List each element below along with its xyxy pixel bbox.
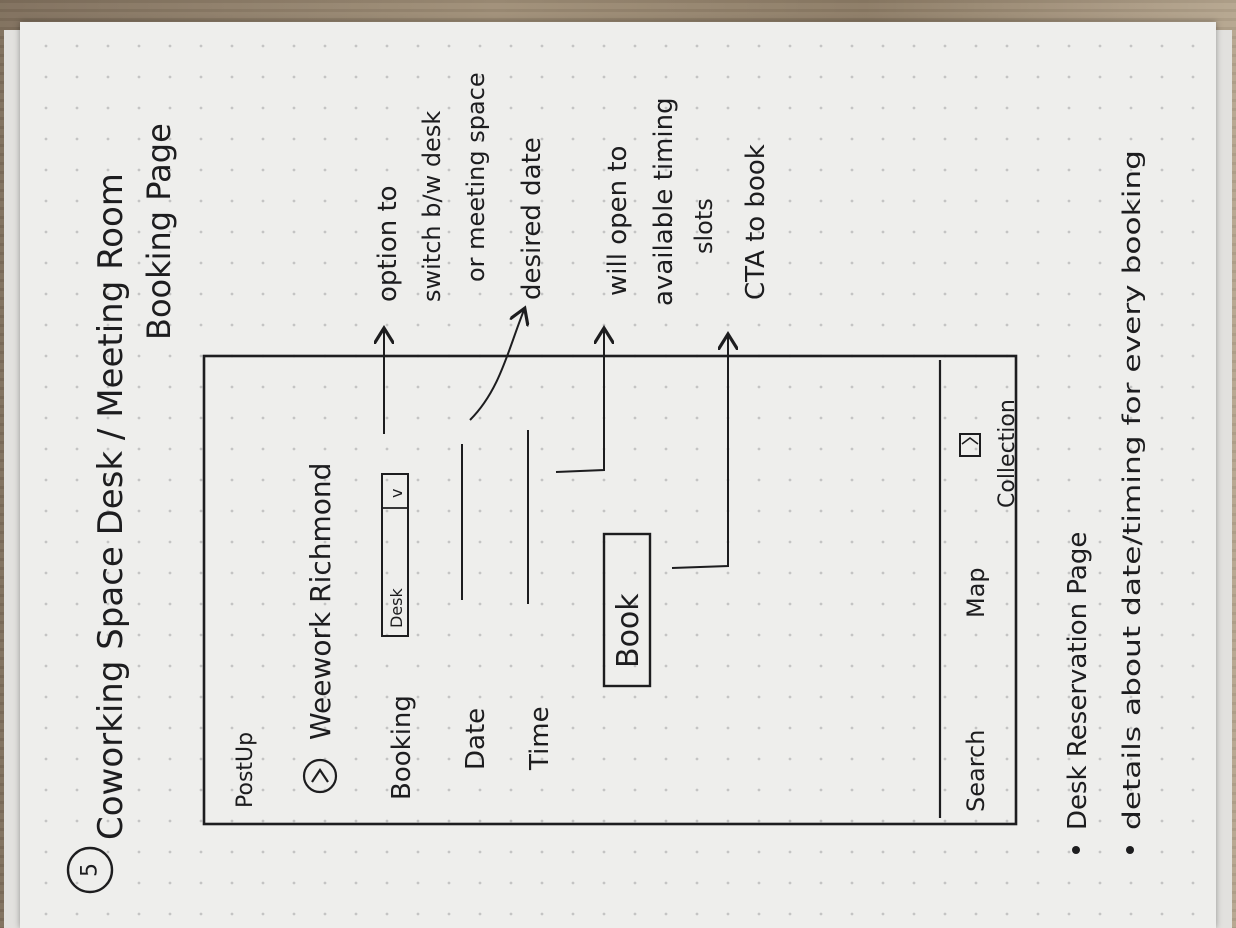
page-number: 5: [78, 863, 103, 877]
booking-note-2: switch b/w desk: [418, 111, 446, 302]
book-arrow: [671, 336, 728, 569]
date-note: desired date: [517, 137, 547, 300]
chevron-left-icon: [311, 768, 329, 783]
time-note-2: available timing: [649, 97, 679, 306]
date-arrow: [469, 310, 524, 421]
back-button[interactable]: [302, 758, 338, 794]
book-button-label: Book: [611, 593, 646, 668]
time-arrow: [555, 330, 604, 473]
bullet-1: [1072, 846, 1080, 854]
page-number-badge: 5: [66, 846, 114, 894]
note-2: details about date/timing for every book…: [1118, 150, 1146, 830]
book-button[interactable]: Book: [602, 532, 652, 688]
brand-label: PostUp: [233, 732, 258, 808]
book-note: CTA to book: [741, 144, 771, 300]
booking-note-1: option to: [373, 185, 403, 302]
notes-list: Desk Reservation Page details about date…: [1063, 150, 1146, 854]
time-note-1: will open to: [603, 146, 633, 296]
phone-wireframe: [202, 354, 1018, 826]
booking-select-value: Desk: [387, 588, 406, 629]
location-name: Weework Richmond: [304, 463, 337, 740]
page-title: Coworking Space Desk / Meeting Room: [91, 173, 131, 840]
time-note-3: slots: [690, 198, 718, 254]
nav-search[interactable]: Search: [962, 730, 990, 812]
booking-label: Booking: [387, 695, 417, 800]
nav-map[interactable]: Map: [962, 567, 990, 618]
chevron-down-icon: v: [387, 489, 406, 498]
time-label: Time: [525, 706, 555, 771]
booking-note-3: or meeting space: [462, 72, 490, 282]
date-label: Date: [461, 708, 491, 770]
page-subtitle: Booking Page: [140, 123, 178, 340]
note-1: Desk Reservation Page: [1063, 532, 1093, 830]
booking-type-select[interactable]: Desk v: [381, 473, 409, 637]
nav-collection[interactable]: Collection: [995, 399, 1020, 508]
bullet-2: [1126, 846, 1134, 854]
bookmark-icon: [959, 433, 981, 457]
